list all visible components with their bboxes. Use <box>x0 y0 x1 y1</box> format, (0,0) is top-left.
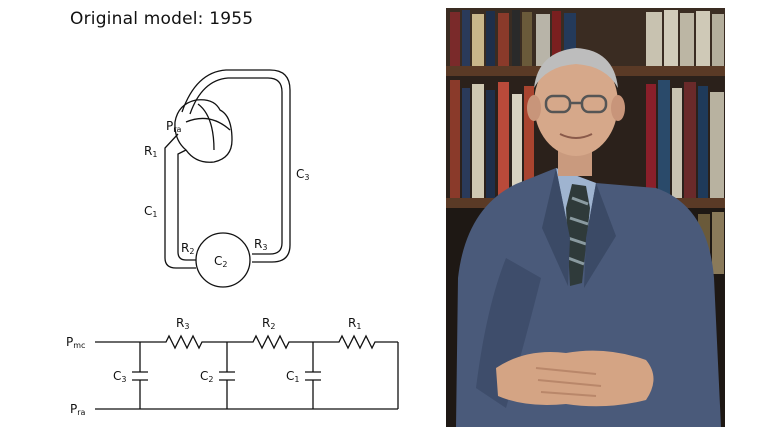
svg-text:Pmc: Pmc <box>66 335 85 350</box>
label-c2-circuit-sub: 2 <box>208 375 213 384</box>
label-c3-circuit-sub: 3 <box>121 375 126 384</box>
c2-compartment <box>195 232 251 288</box>
label-c1-top: C <box>144 204 152 218</box>
capacitor-c2 <box>219 342 235 409</box>
circuit-top-rail <box>95 334 398 350</box>
left-vessel-inner <box>177 149 196 261</box>
label-r3-top: R <box>254 237 262 251</box>
heart-inner-2 <box>185 117 231 131</box>
label-r1-top-sub: 1 <box>152 150 157 159</box>
svg-text:R2: R2 <box>262 316 275 331</box>
label-r3-circuit: R <box>176 316 184 330</box>
label-pra-circuit-sub: ra <box>77 408 85 417</box>
label-c1-circuit: C <box>286 369 294 383</box>
capacitor-c1 <box>305 342 321 409</box>
heart-shape <box>174 99 233 163</box>
portrait-photo <box>446 8 725 427</box>
svg-text:R2: R2 <box>181 241 194 256</box>
label-c2-top-sub: 2 <box>222 260 227 269</box>
label-r2-circuit-sub: 2 <box>270 322 275 331</box>
label-r3-top-sub: 3 <box>262 243 267 252</box>
label-pra-top-sub: ra <box>173 125 181 134</box>
svg-text:Pra: Pra <box>166 119 182 134</box>
capacitor-c3 <box>132 342 148 409</box>
label-c1-top-sub: 1 <box>152 210 157 219</box>
loop-outer-line <box>181 69 291 263</box>
label-pmc: P <box>66 335 73 349</box>
loop-inner-line <box>189 77 283 255</box>
portrait-illustration <box>446 8 725 427</box>
svg-text:C1: C1 <box>144 204 157 219</box>
label-r3-circuit-sub: 3 <box>184 322 189 331</box>
left-vessel-outer <box>164 133 196 269</box>
label-r2-top: R <box>181 241 189 255</box>
label-pra-circuit: P <box>70 402 77 416</box>
svg-text:R3: R3 <box>176 316 189 331</box>
svg-text:C1: C1 <box>286 369 299 384</box>
label-pmc-sub: mc <box>73 341 85 350</box>
label-c2-top: C <box>214 254 222 268</box>
label-r2-top-sub: 2 <box>189 247 194 256</box>
svg-text:C3: C3 <box>296 167 309 182</box>
label-r2-circuit: R <box>262 316 270 330</box>
label-c3-circuit: C <box>113 369 121 383</box>
svg-text:C3: C3 <box>113 369 126 384</box>
label-r1-circuit-sub: 1 <box>356 322 361 331</box>
svg-text:Pra: Pra <box>70 402 86 417</box>
label-pra-top: P <box>166 119 173 133</box>
svg-text:R1: R1 <box>348 316 361 331</box>
label-c2-circuit: C <box>200 369 208 383</box>
person-figure <box>456 48 721 427</box>
label-r1-circuit: R <box>348 316 356 330</box>
label-r1-top: R <box>144 144 152 158</box>
svg-text:C2: C2 <box>214 254 227 269</box>
label-c3-top: C <box>296 167 304 181</box>
svg-text:C2: C2 <box>200 369 213 384</box>
svg-text:R3: R3 <box>254 237 267 252</box>
heart-inner-1 <box>197 103 215 151</box>
label-c1-circuit-sub: 1 <box>294 375 299 384</box>
svg-text:R1: R1 <box>144 144 157 159</box>
slide-title: Original model: 1955 <box>70 9 254 29</box>
label-c3-top-sub: 3 <box>304 173 309 182</box>
